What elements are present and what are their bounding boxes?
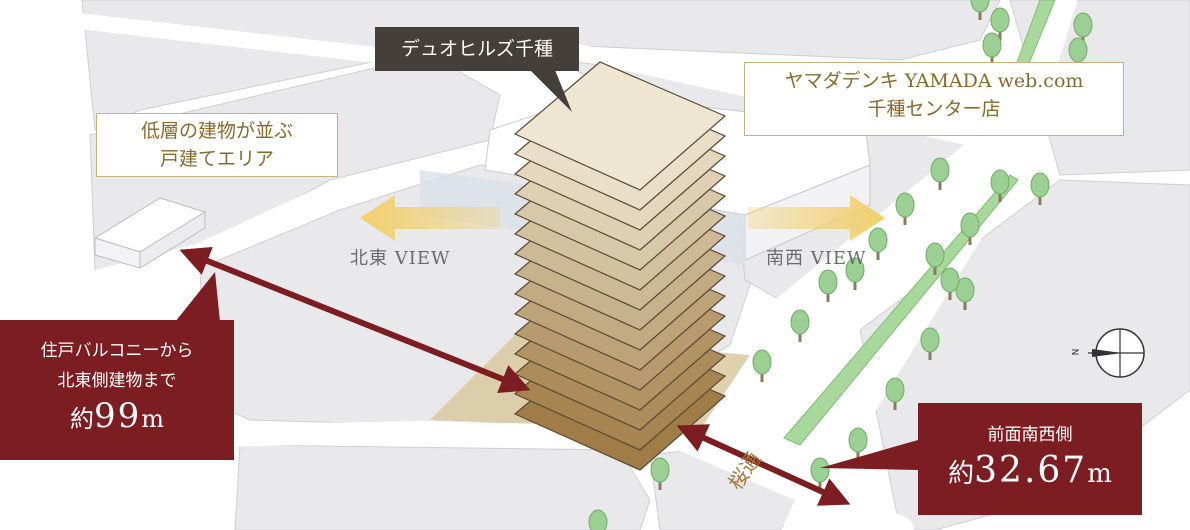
northeast-view-label: 北東 VIEW <box>350 248 451 269</box>
south-distance-value: 約32.67m <box>918 449 1142 496</box>
north-distance-unit: m <box>141 405 165 433</box>
southwest-view-label: 南西 VIEW <box>766 248 867 269</box>
south-callout-pointer <box>820 440 918 470</box>
tree-icon <box>955 277 975 310</box>
detached-house <box>93 197 207 269</box>
block-southwest <box>234 444 651 530</box>
south-distance-box: 前面南西側 約32.67m <box>918 403 1142 515</box>
tree-icon <box>925 242 945 275</box>
tree-icon <box>970 0 990 20</box>
tower-floor <box>513 61 727 191</box>
house-front <box>139 211 206 269</box>
tree-icon <box>868 227 888 260</box>
building-name-tag: デュオヒルズ千種 <box>375 27 579 71</box>
tree-icon <box>940 267 960 300</box>
tree-icon <box>982 32 1002 65</box>
south-distance-unit: m <box>1087 459 1112 489</box>
residential-area-callout: 低層の建物が並ぶ 戸建てエリア <box>96 113 338 177</box>
tree-icon <box>920 327 940 360</box>
tree-icon <box>990 169 1010 202</box>
compass-icon <box>1088 328 1145 378</box>
title-callout-pointer <box>530 70 572 112</box>
south-distance-number: 32.67 <box>974 450 1088 491</box>
tree-icon <box>848 427 868 460</box>
tree-icon <box>790 309 810 342</box>
store-callout-line2: 千種センター店 <box>867 98 1001 120</box>
tree-icon <box>650 457 670 490</box>
tree-icon <box>752 349 772 382</box>
tower <box>513 61 727 471</box>
tree-icon <box>1030 172 1050 205</box>
view-arrow-northeast <box>360 195 500 241</box>
area-callout-line1: 低層の建物が並ぶ <box>140 120 293 142</box>
store-callout: ヤマダデンキ YAMADA web.com 千種センター店 <box>744 62 1124 136</box>
tree-icon <box>845 257 865 290</box>
store-callout-line1: ヤマダデンキ YAMADA web.com <box>784 70 1084 92</box>
tree-icon <box>818 269 838 302</box>
tree-icon <box>588 509 608 530</box>
north-distance-arrow <box>179 246 531 394</box>
view-arrow-southwest <box>748 195 885 241</box>
north-distance-box: 住戸バルコニーから 北東側建物まで 約99m <box>0 320 234 460</box>
north-distance-line1: 住戸バルコニーから <box>40 341 194 361</box>
north-distance-value: 約99m <box>0 396 234 439</box>
south-distance-arrow <box>676 424 851 506</box>
north-distance-line2: 北東側建物まで <box>57 371 177 391</box>
south-distance-prefix: 約 <box>948 459 975 489</box>
north-distance-prefix: 約 <box>69 405 94 433</box>
tree-icon <box>895 192 915 225</box>
south-distance-line1: 前面南西側 <box>987 425 1073 445</box>
tree-icon <box>960 212 980 245</box>
tree-icon <box>930 157 950 190</box>
tree-icon <box>1073 12 1093 45</box>
tree-icon <box>885 377 905 410</box>
north-distance-number: 99 <box>93 396 142 436</box>
compass-north-label: N <box>1071 348 1082 356</box>
tree-icon <box>990 7 1010 40</box>
north-callout-pointer <box>175 272 220 322</box>
area-callout-line2: 戸建てエリア <box>159 148 274 170</box>
